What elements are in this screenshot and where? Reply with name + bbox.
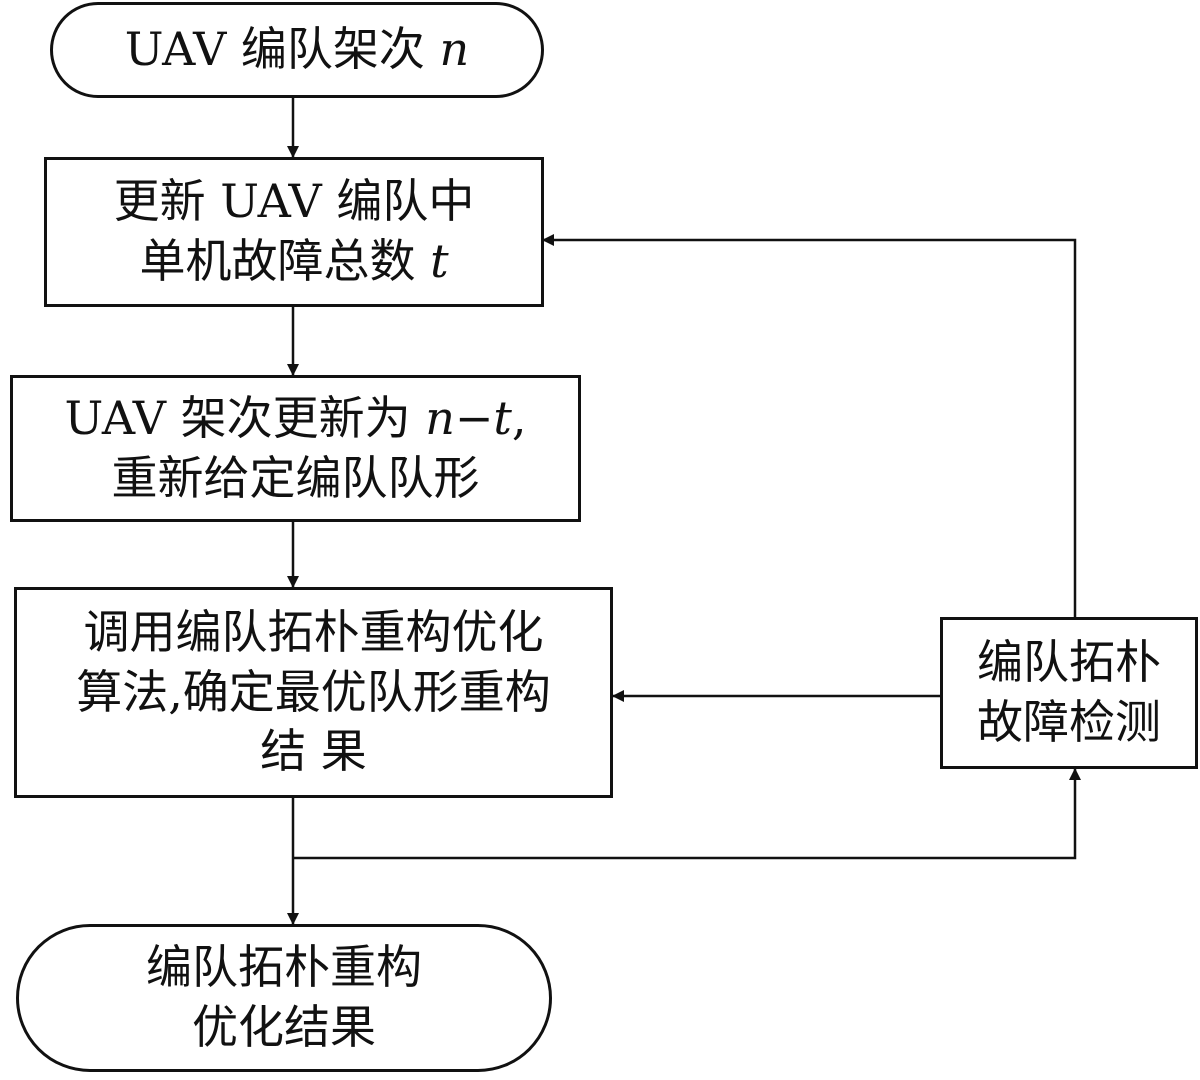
- detect-line-1: 编队拓朴: [977, 635, 1161, 690]
- update-sortie-line-1: UAV 架次更新为: [64, 390, 426, 445]
- update-fault-line-2: 单机故障总数: [139, 234, 431, 288]
- update-sortie-line-2: 重新给定编队队形: [111, 450, 480, 505]
- fault-detection-box: 编队拓朴 故障检测: [940, 617, 1198, 769]
- arrow-optimize-to-detect: [293, 768, 1081, 860]
- optimize-algorithm-box: 调用编队拓朴重构优化 算法,确定最优队形重构 结 果: [14, 587, 613, 798]
- fault-total-var: t: [430, 234, 449, 288]
- arrow-detect-to-update-faults: [542, 234, 1077, 617]
- start-terminal: UAV 编队架次 n: [50, 2, 544, 98]
- end-terminal: 编队拓朴重构 优化结果: [16, 924, 552, 1072]
- detect-line-2: 故障检测: [977, 695, 1161, 749]
- formation-count-var: n: [439, 22, 470, 77]
- update-sortie-comma: ,: [511, 390, 527, 445]
- update-fault-count-box: 更新 UAV 编队中 单机故障总数 t: [44, 157, 544, 307]
- update-sortie-box: UAV 架次更新为 n−t, 重新给定编队队形: [10, 375, 581, 522]
- optimize-line-2: 算法,确定最优队形重构: [76, 664, 551, 719]
- update-fault-line-1: 更新 UAV 编队中: [113, 174, 475, 229]
- remaining-count-var: n−t: [425, 390, 512, 445]
- end-line-1: 编队拓朴重构: [146, 940, 422, 995]
- optimize-line-3: 结 果: [260, 724, 367, 779]
- start-label: UAV 编队架次: [124, 22, 440, 77]
- optimize-line-1: 调用编队拓朴重构优化: [83, 604, 544, 659]
- end-line-2: 优化结果: [192, 1000, 376, 1054]
